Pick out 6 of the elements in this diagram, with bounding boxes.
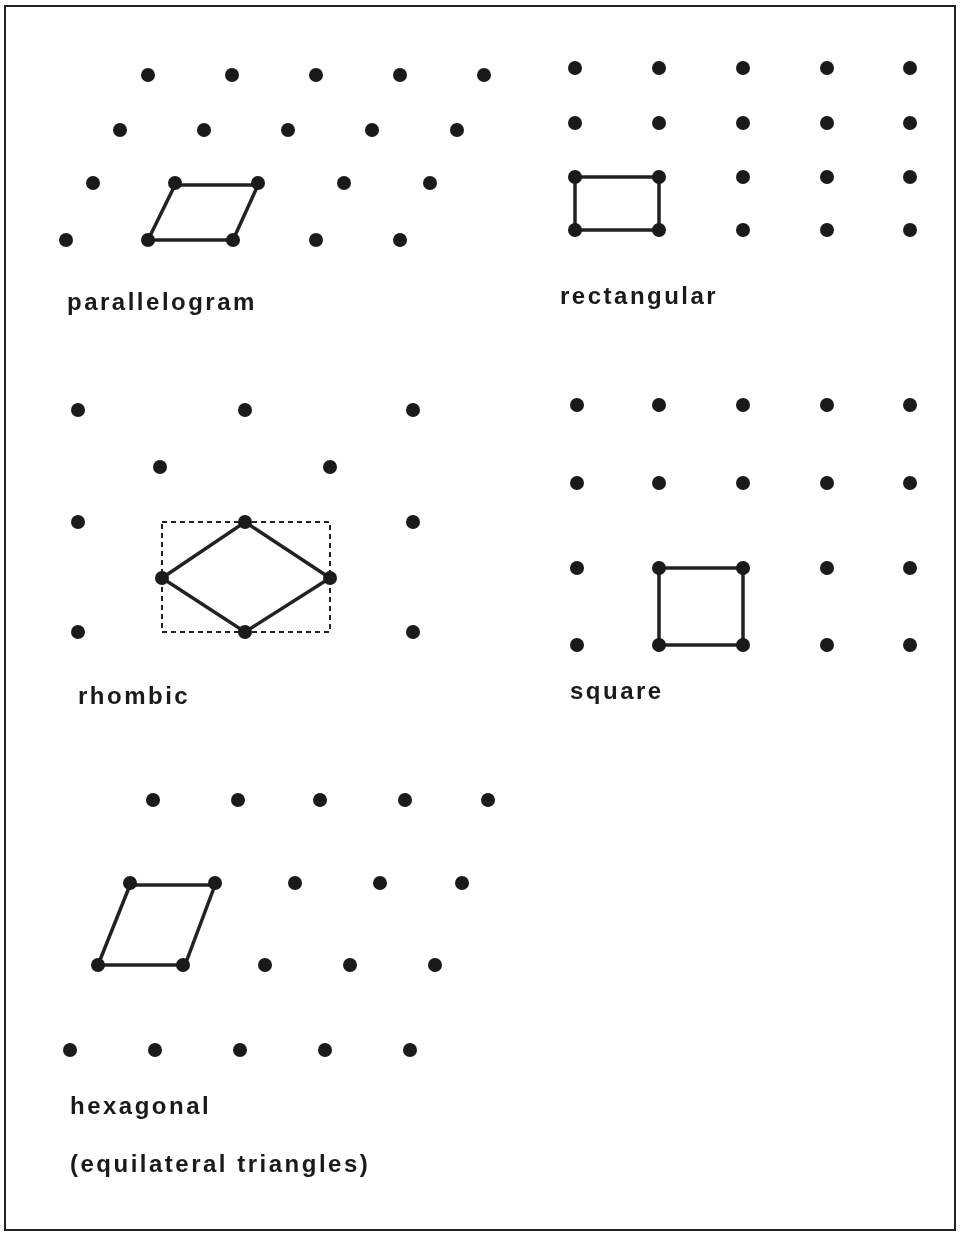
lattice-label: parallelogram (67, 288, 257, 316)
lattice-label: (equilateral triangles) (70, 1150, 371, 1178)
lattice-label: square (570, 677, 664, 705)
lattice-label: hexagonal (70, 1092, 212, 1120)
lattice-label: rectangular (560, 282, 719, 310)
lattice-label: rhombic (78, 682, 191, 710)
